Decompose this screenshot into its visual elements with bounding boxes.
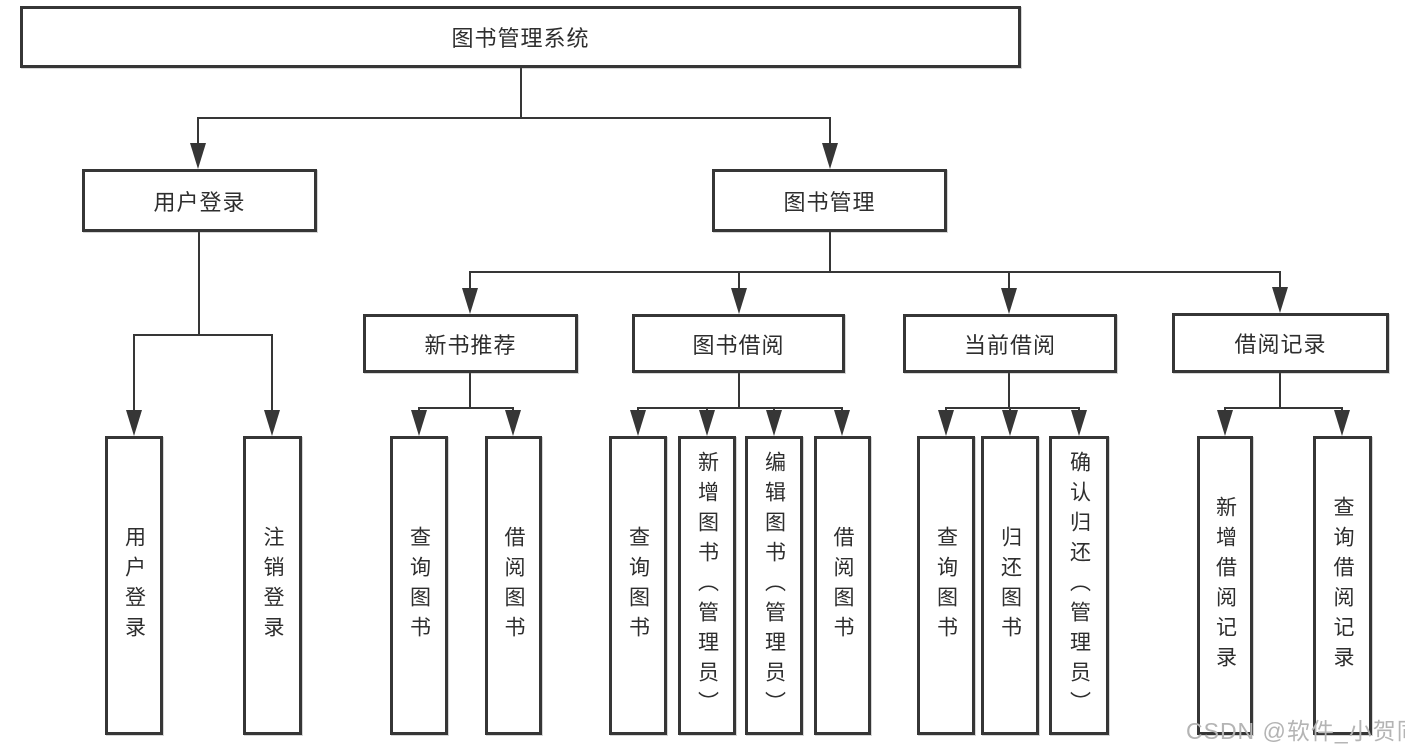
arrow-down-icon	[1217, 410, 1233, 436]
arrow-down-icon	[938, 410, 954, 436]
node-leaf-query-borrow-rec: 查询借阅记录	[1313, 436, 1372, 735]
edge-0-branch-0-stem	[197, 118, 199, 143]
edge-5-stem	[1008, 373, 1010, 408]
edge-2-bus	[469, 271, 1281, 273]
edge-4-stem	[738, 373, 740, 408]
arrow-down-icon	[1002, 410, 1018, 436]
node-user-login: 用户登录	[82, 169, 317, 232]
edge-1-bus	[133, 334, 273, 336]
edge-3-bus	[418, 407, 514, 409]
edge-5-branch-2-stem	[1078, 408, 1080, 410]
node-root-system: 图书管理系统	[20, 6, 1021, 68]
edge-2-branch-2-stem	[1008, 272, 1010, 288]
edge-4-branch-1-stem	[706, 408, 708, 410]
node-leaf-return-book: 归还图书	[981, 436, 1039, 735]
node-current-borrow: 当前借阅	[903, 314, 1117, 373]
edge-6-branch-0-stem	[1224, 408, 1226, 410]
node-leaf-user-login: 用户登录	[105, 436, 163, 735]
node-book-management: 图书管理	[712, 169, 947, 232]
arrow-down-icon	[264, 410, 280, 436]
arrow-down-icon	[834, 410, 850, 436]
node-book-borrow: 图书借阅	[632, 314, 845, 373]
edge-1-branch-1-stem	[271, 335, 273, 410]
arrow-down-icon	[731, 288, 747, 314]
edge-2-branch-3-stem	[1279, 272, 1281, 287]
arrow-down-icon	[190, 143, 206, 169]
node-borrow-records: 借阅记录	[1172, 313, 1389, 373]
node-leaf-confirm-return: 确认归还（管理员）	[1049, 436, 1109, 735]
node-leaf-add-borrow-rec: 新增借阅记录	[1197, 436, 1253, 735]
node-leaf-borrow-book-2: 借阅图书	[814, 436, 871, 735]
edge-1-branch-0-stem	[133, 335, 135, 410]
node-leaf-query-book-3: 查询图书	[917, 436, 975, 735]
edge-1-stem	[198, 232, 200, 335]
arrow-down-icon	[1334, 410, 1350, 436]
arrow-down-icon	[699, 410, 715, 436]
arrow-down-icon	[1071, 410, 1087, 436]
arrow-down-icon	[630, 410, 646, 436]
edge-4-branch-3-stem	[841, 408, 843, 410]
edge-4-branch-2-stem	[773, 408, 775, 410]
edge-5-bus	[945, 407, 1080, 409]
node-leaf-logout: 注销登录	[243, 436, 302, 735]
edge-0-branch-1-stem	[829, 118, 831, 143]
edge-6-stem	[1279, 373, 1281, 408]
node-leaf-query-book-1: 查询图书	[390, 436, 448, 735]
node-leaf-query-book-2: 查询图书	[609, 436, 667, 735]
edge-6-branch-1-stem	[1341, 408, 1343, 410]
edge-3-branch-0-stem	[418, 408, 420, 410]
edge-5-branch-0-stem	[945, 408, 947, 410]
edge-3-stem	[469, 373, 471, 408]
edge-5-branch-1-stem	[1009, 408, 1011, 410]
edge-2-branch-0-stem	[469, 272, 471, 288]
arrow-down-icon	[822, 143, 838, 169]
node-leaf-edit-book-admin: 编辑图书（管理员）	[745, 436, 803, 735]
node-new-book-recommend: 新书推荐	[363, 314, 578, 373]
edge-2-branch-1-stem	[738, 272, 740, 288]
edge-0-stem	[520, 68, 522, 118]
arrow-down-icon	[1272, 287, 1288, 313]
arrow-down-icon	[126, 410, 142, 436]
edge-4-branch-0-stem	[637, 408, 639, 410]
arrow-down-icon	[1001, 288, 1017, 314]
arrow-down-icon	[505, 410, 521, 436]
node-leaf-borrow-book-1: 借阅图书	[485, 436, 542, 735]
edge-6-bus	[1224, 407, 1343, 409]
edge-0-bus	[197, 117, 831, 119]
edge-2-stem	[829, 232, 831, 272]
node-leaf-add-book-admin: 新增图书（管理员）	[678, 436, 736, 735]
arrow-down-icon	[411, 410, 427, 436]
watermark: CSDN @软件_小贺同学	[1186, 718, 1405, 744]
edge-3-branch-1-stem	[512, 408, 514, 410]
edge-4-bus	[637, 407, 843, 409]
arrow-down-icon	[462, 288, 478, 314]
arrow-down-icon	[766, 410, 782, 436]
